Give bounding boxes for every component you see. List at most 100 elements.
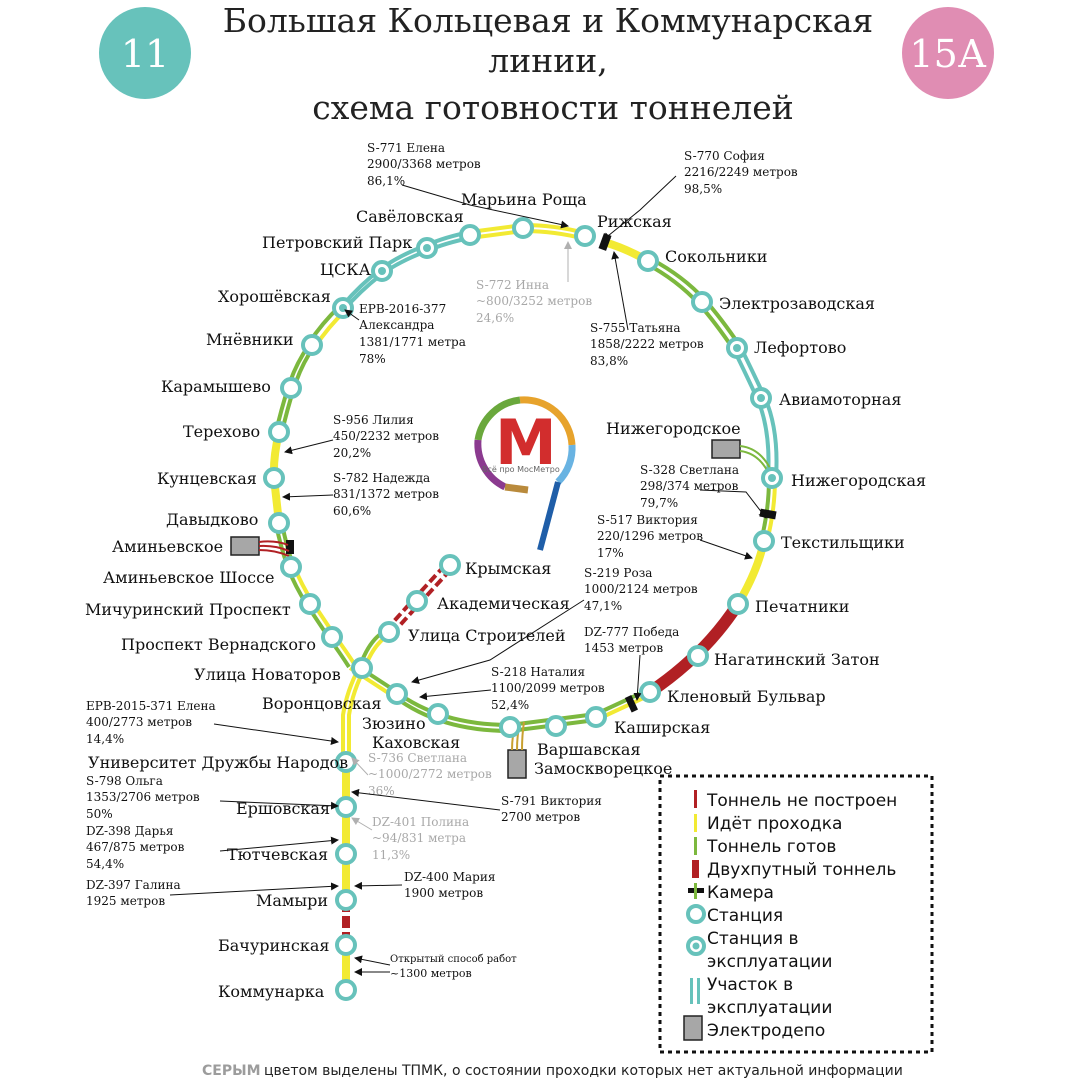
- legend-station-op-2: эксплуатации: [707, 952, 832, 972]
- legend-double: Двухпутный тоннель: [707, 860, 896, 880]
- note-epb377: ЕРВ-2016-377 Александра 1381/1771 метра …: [359, 302, 466, 366]
- station-stroiteley: Улица Строителей: [408, 626, 566, 645]
- svg-text:47,1%: 47,1%: [584, 599, 622, 613]
- station-lefortovo: Лефортово: [754, 338, 846, 357]
- station-kuntsevskaya: Кунцевская: [157, 469, 257, 488]
- tbm-notes: S-771 Елена 2900/3368 метров 86,1% S-770…: [86, 141, 798, 980]
- note-s956: S-956 Лилия 450/2232 метров 20,2%: [333, 413, 439, 460]
- svg-text:450/2232 метров: 450/2232 метров: [333, 429, 439, 443]
- legend-depot: Электродепо: [707, 1021, 825, 1041]
- station-davydkovo: Давыдково: [166, 510, 258, 529]
- svg-text:ЕРВ-2016-377: ЕРВ-2016-377: [359, 302, 446, 316]
- nizhegorodskoe-depot-icon: [711, 439, 741, 459]
- svg-text:DZ-398 Дарья: DZ-398 Дарья: [86, 824, 173, 838]
- station-zamoskvoretskoe: Замоскворецкое: [534, 759, 672, 778]
- svg-text:S-782 Надежда: S-782 Надежда: [333, 471, 430, 485]
- station-varshavskaya: Варшавская: [537, 740, 641, 759]
- station-novatorov: Улица Новаторов: [194, 665, 341, 684]
- svg-text:2900/3368 метров: 2900/3368 метров: [367, 157, 481, 171]
- station-tyutchevskaya: Тютчевская: [227, 845, 328, 864]
- station-zyuzino: Зюзино: [362, 714, 426, 733]
- note-epb371: ЕРВ-2015-371 Елена 400/2773 метров 14,4%: [86, 699, 216, 746]
- station-aviamotornaya: Авиамоторная: [779, 390, 901, 409]
- svg-text:831/1372 метров: 831/1372 метров: [333, 487, 439, 501]
- station-sokolniki: Сокольники: [665, 247, 767, 266]
- note-dz777: DZ-777 Победа 1453 метров: [584, 625, 679, 655]
- station-savelovskaya: Савёловская: [356, 207, 464, 226]
- note-s791: S-791 Виктория 2700 метров: [501, 794, 602, 824]
- note-dz397: DZ-397 Галина 1925 метров: [86, 878, 181, 908]
- station-krymskaya: Крымская: [465, 559, 551, 578]
- station-kakhovskaya: Каховская: [372, 733, 460, 752]
- station-akademicheskaya: Академическая: [437, 594, 570, 613]
- station-mamyri: Мамыри: [256, 891, 328, 910]
- note-s782: S-782 Надежда 831/1372 метров 60,6%: [333, 471, 439, 518]
- legend: Тоннель не построен Идёт проходка Тоннел…: [658, 774, 934, 1054]
- logo-caption: Всё про МосМетро: [482, 465, 560, 474]
- title-line-1: Большая Кольцевая и Коммунарская: [223, 1, 873, 40]
- note-s755: S-755 Татьяна 1858/2222 метров 83,8%: [590, 321, 704, 368]
- mosmetro-logo: М Всё про МосМетро: [474, 396, 576, 551]
- svg-text:Александра: Александра: [359, 318, 434, 332]
- station-aminyevskoe-depot: Аминьевское: [112, 537, 223, 556]
- svg-text:Открытый способ работ: Открытый способ работ: [390, 954, 517, 965]
- note-dz400: DZ-400 Мария 1900 метров: [404, 870, 495, 900]
- svg-text:S-218 Наталия: S-218 Наталия: [491, 665, 585, 679]
- svg-text:S-798 Ольга: S-798 Ольга: [86, 774, 163, 788]
- svg-text:2700 метров: 2700 метров: [501, 810, 580, 824]
- station-bachurinskaya: Бачуринская: [218, 936, 329, 955]
- svg-text:~94/831 метра: ~94/831 метра: [372, 831, 466, 845]
- svg-text:298/374 метров: 298/374 метров: [640, 479, 739, 493]
- station-kommunarka: Коммунарка: [218, 982, 325, 1001]
- depots: [230, 439, 772, 779]
- station-vorontsovskaya: Воронцовская: [262, 694, 381, 713]
- svg-text:S-770 София: S-770 София: [684, 149, 765, 163]
- line-15a-badge: [902, 7, 994, 99]
- footer-text: цветом выделены ТПМК, о состоянии проход…: [264, 1063, 903, 1079]
- station-kashirskaya: Каширская: [614, 718, 710, 737]
- station-nizhegorodskaya: Нижегородская: [791, 471, 926, 490]
- station-pechatniki: Печатники: [755, 597, 849, 616]
- svg-text:1000/2124 метров: 1000/2124 метров: [584, 582, 698, 596]
- svg-text:86,1%: 86,1%: [367, 174, 405, 188]
- note-s219: S-219 Роза 1000/2124 метров 47,1%: [584, 566, 698, 613]
- svg-text:S-771 Елена: S-771 Елена: [367, 141, 445, 155]
- svg-text:DZ-397 Галина: DZ-397 Галина: [86, 878, 181, 892]
- svg-text:~1300 метров: ~1300 метров: [390, 967, 472, 980]
- station-udn: Университет Дружбы Народов: [88, 753, 348, 772]
- svg-text:DZ-777 Победа: DZ-777 Победа: [584, 625, 679, 639]
- station-michurinsky: Мичуринский Проспект: [85, 600, 291, 619]
- station-terekhovo: Терехово: [183, 422, 260, 441]
- legend-chamber: Камера: [707, 883, 774, 903]
- svg-text:1925 метров: 1925 метров: [86, 894, 165, 908]
- station-klenovy: Кленовый Бульвар: [667, 687, 826, 706]
- note-s328: S-328 Светлана 298/374 метров 79,7%: [640, 463, 739, 510]
- svg-text:S-772 Инна: S-772 Инна: [476, 278, 549, 292]
- note-s772: S-772 Инна ~800/3252 метров 24,6%: [476, 278, 592, 325]
- svg-text:17%: 17%: [597, 546, 624, 560]
- svg-text:20,2%: 20,2%: [333, 446, 371, 460]
- svg-text:98,5%: 98,5%: [684, 182, 722, 196]
- svg-text:1100/2099 метров: 1100/2099 метров: [491, 681, 605, 695]
- station-rizhskaya-circle: [574, 225, 596, 247]
- svg-text:11,3%: 11,3%: [372, 848, 410, 862]
- svg-text:S-956 Лилия: S-956 Лилия: [333, 413, 414, 427]
- legend-frame: [658, 774, 934, 1054]
- station-karamyshevo: Карамышево: [161, 377, 271, 396]
- branch-tracks: [358, 561, 455, 671]
- grey-pointer-arrows: [351, 241, 572, 831]
- svg-text:50%: 50%: [86, 807, 113, 821]
- legend-ready: Тоннель готов: [706, 837, 836, 857]
- line-11-label: 11: [121, 32, 169, 76]
- svg-text:S-736 Светлана: S-736 Светлана: [368, 751, 467, 765]
- station-mnevniki: Мнёвники: [206, 330, 294, 349]
- line-15a-label: 15А: [909, 32, 986, 76]
- svg-text:1381/1771 метра: 1381/1771 метра: [359, 335, 466, 349]
- note-dz398: DZ-398 Дарья 467/875 метров 54,4%: [86, 824, 185, 871]
- svg-text:83,8%: 83,8%: [590, 354, 628, 368]
- legend-section-op-2: эксплуатации: [707, 998, 832, 1018]
- station-rizhskaya: Рижская: [597, 212, 672, 231]
- footer-grey-word: СЕРЫМ: [202, 1063, 261, 1079]
- note-s798: S-798 Ольга 1353/2706 метров 50%: [86, 774, 200, 821]
- svg-text:1453 метров: 1453 метров: [584, 641, 663, 655]
